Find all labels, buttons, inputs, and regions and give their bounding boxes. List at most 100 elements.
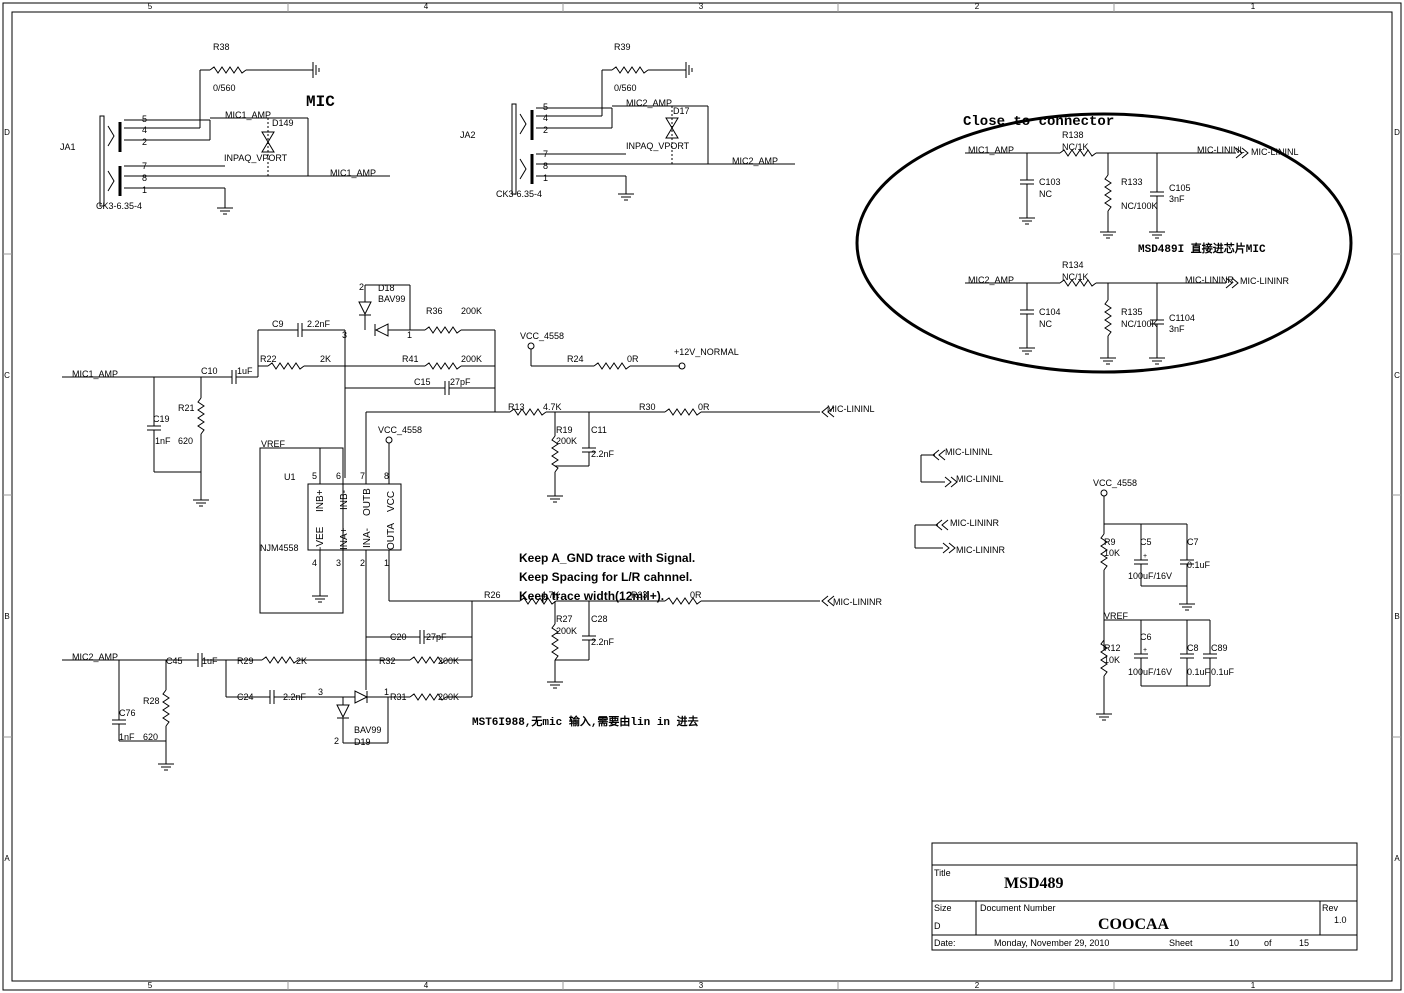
pin-number: 1 [384, 687, 389, 697]
layout-note: Keep Spacing for L/R cahnnel. [519, 570, 692, 584]
u1-label: U1 [284, 472, 296, 482]
net-label: MIC-LININR [1185, 275, 1234, 285]
c24-value: 2.2nF [283, 692, 307, 702]
title-label: Title [934, 868, 951, 878]
net-label: MIC1_AMP [968, 145, 1014, 155]
r24-label: R24 [567, 354, 584, 364]
c76-label: C76 [119, 708, 136, 718]
pin-number: 4 [142, 125, 147, 135]
size-label: Size [934, 903, 952, 913]
c1104-label: C1104 [1169, 313, 1195, 323]
r31-label: R31 [390, 692, 407, 702]
net-label: MIC-LININL [945, 447, 993, 457]
c28-label: C28 [591, 614, 608, 624]
r28-value: 620 [143, 732, 158, 742]
r39-label: R39 [614, 42, 631, 52]
c28-value: 2.2nF [591, 637, 615, 647]
pin-name: INA- [362, 528, 373, 548]
u1-part: NJM4558 [260, 543, 299, 553]
net-label: MIC-LININL [1197, 145, 1245, 155]
ja1-part: CK3-6.35-4 [96, 201, 142, 211]
pin-number: 3 [318, 687, 323, 697]
date-label: Date: [934, 938, 956, 948]
ja1-ref: JA1 [60, 142, 76, 152]
c20-value: 27pF [426, 632, 447, 642]
col-label: 1 [1251, 2, 1256, 11]
of-value: 15 [1299, 938, 1309, 948]
pin-name: INA+ [339, 527, 350, 550]
r22-value: 2K [320, 354, 331, 364]
col-label: 4 [424, 981, 429, 990]
title-block: Title MSD489 Size D Document Number COOC… [931, 842, 1358, 951]
r13-label: R13 [508, 402, 525, 412]
c10-label: C10 [201, 366, 218, 376]
pin-number: 5 [142, 114, 147, 124]
r29-value: 2K [296, 656, 307, 666]
r32-label: R32 [379, 656, 396, 666]
sheet-label: Sheet [1169, 938, 1193, 948]
r138-label: R138 [1062, 130, 1084, 140]
pin-number: 6 [336, 471, 341, 481]
c15-label: C15 [414, 377, 431, 387]
part-label: INPAQ_VPORT [626, 141, 690, 151]
r21-label: R21 [178, 403, 195, 413]
pin-number: 1 [142, 185, 147, 195]
net-label: MIC2_AMP [968, 275, 1014, 285]
net-label: MIC1_AMP [330, 168, 376, 178]
net-label: MIC-LININR [956, 545, 1005, 555]
r19-value: 200K [556, 436, 577, 446]
row-label: D [4, 128, 10, 137]
pin-name: INB+ [315, 489, 326, 512]
c9-value: 2.2nF [307, 319, 331, 329]
pin-number: 3 [342, 330, 347, 340]
pin-number: 3 [336, 558, 341, 568]
c15-value: 27pF [450, 377, 471, 387]
c104-value: NC [1039, 319, 1052, 329]
c105-label: C105 [1169, 183, 1191, 193]
r24-value: 0R [627, 354, 639, 364]
r22-label: R22 [260, 354, 277, 364]
c11-value: 2.2nF [591, 449, 615, 459]
docnum-value: COOCAA [1098, 916, 1170, 933]
r30-value: 0R [698, 402, 710, 412]
r138-value: NC/1K [1062, 142, 1089, 152]
rev-label: Rev [1322, 903, 1339, 913]
r36-value: 200K [461, 306, 482, 316]
net-label: MIC1_AMP [225, 110, 271, 120]
c19-label: C19 [153, 414, 170, 424]
d19-part: BAV99 [354, 725, 381, 735]
r12-label: R12 [1104, 643, 1121, 653]
layout-note: Keep trace width(12mil+). [519, 589, 664, 603]
msd489i-note: MSD489I 直接进芯片MIC [1138, 241, 1266, 256]
row-label: B [4, 612, 9, 621]
c103-label: C103 [1039, 177, 1061, 187]
net-label: MIC2_AMP [732, 156, 778, 166]
r41-value: 200K [461, 354, 482, 364]
c105-value: 3nF [1169, 194, 1185, 204]
pin-name: VCC [386, 491, 397, 512]
power-net: +12V_NORMAL [674, 347, 739, 357]
c45-value: 1uF [202, 656, 218, 666]
c6-value: 100uF/16V [1128, 667, 1172, 677]
pin-number: 8 [384, 471, 389, 481]
sheet-value: 10 [1229, 938, 1239, 948]
row-label: C [1394, 371, 1400, 380]
c8-value: 0.1uF [1187, 667, 1211, 677]
r21-value: 620 [178, 436, 193, 446]
col-label: 1 [1251, 981, 1256, 990]
r12-value: 10K [1104, 655, 1120, 665]
pin-name: OUTA [386, 523, 397, 550]
r19-label: R19 [556, 425, 573, 435]
mst-note: MST6I988,无mic 输入,需要由lin in 进去 [472, 714, 699, 729]
r133-label: R133 [1121, 177, 1143, 187]
col-label: 5 [148, 2, 153, 11]
mic-title: MIC [306, 93, 335, 111]
svg-text:+: + [1143, 553, 1147, 560]
r27-label: R27 [556, 614, 573, 624]
c5-value: 100uF/16V [1128, 571, 1172, 581]
of-label: of [1264, 938, 1272, 948]
c89-label: C89 [1211, 643, 1228, 653]
c8-label: C8 [1187, 643, 1199, 653]
r38-value: 0/560 [213, 83, 236, 93]
